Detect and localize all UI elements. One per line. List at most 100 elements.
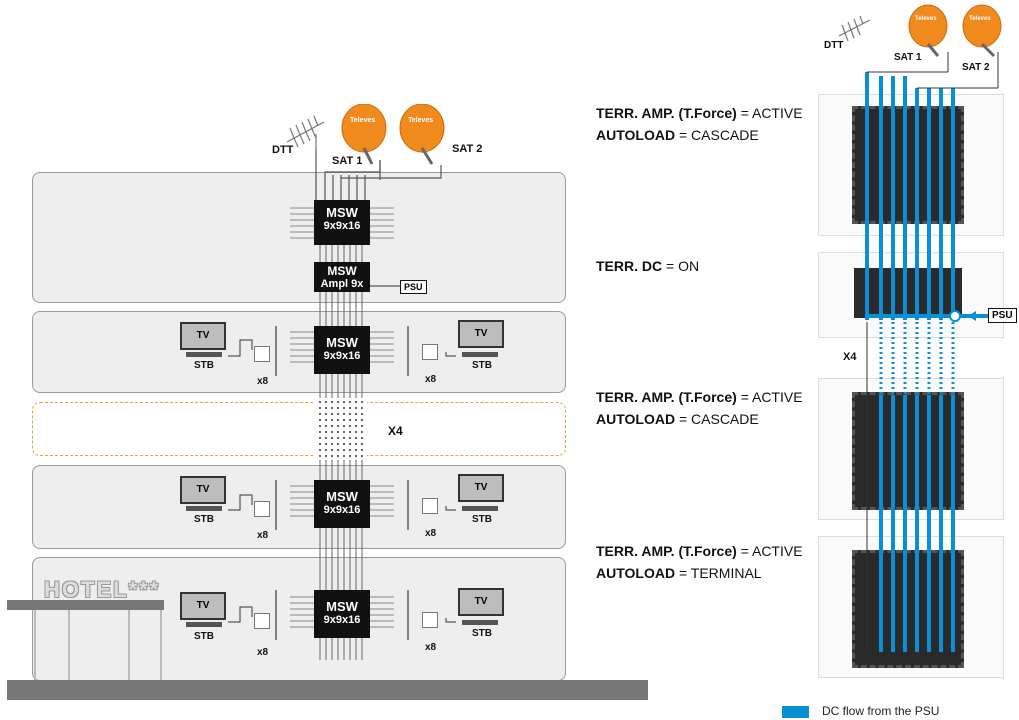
svg-text:Televes: Televes [350, 117, 375, 124]
tv-label: TV [474, 328, 488, 339]
config-key: TERR. AMP. (T.Force) [596, 543, 737, 559]
psu-label-right: PSU [988, 308, 1017, 323]
tv-label: TV [196, 330, 210, 341]
wall-outlet-icon [422, 612, 438, 628]
legend-swatch [782, 706, 809, 718]
ground-base [7, 680, 648, 700]
config-key: AUTOLOAD [596, 411, 676, 427]
x8-label: x8 [257, 376, 269, 387]
config-block-2: TERR. DC = ON [596, 255, 699, 277]
x4-label-right: X4 [843, 351, 857, 363]
svg-text:Televes: Televes [408, 117, 433, 124]
config-block-3: TERR. AMP. (T.Force) = ACTIVE AUTOLOAD =… [596, 386, 803, 430]
msw-switch: MSW 9x9x16 [314, 590, 370, 638]
multiswitch-unit [852, 106, 964, 224]
x8-label: x8 [425, 374, 437, 385]
satellite-dish-icon: Televes [399, 104, 445, 165]
config-value: = ACTIVE [740, 389, 803, 405]
stb-label: STB [194, 514, 214, 525]
wall-outlet-icon [422, 498, 438, 514]
satellite-dish-icon: Televes [341, 104, 387, 165]
hotel-door-post [128, 610, 130, 680]
msw-amplifier: MSW Ampl 9x [314, 262, 370, 292]
dtt-label-right: DTT [824, 40, 844, 51]
satellite-dish-icon: Televes [962, 4, 1002, 58]
config-value: = ACTIVE [740, 543, 803, 559]
multiswitch-unit [852, 392, 964, 510]
config-value: = ON [666, 258, 700, 274]
x8-label: x8 [425, 528, 437, 539]
config-value: = TERMINAL [678, 565, 762, 581]
tv-icon: TV [458, 320, 504, 348]
msw-switch: MSW 9x9x16 [314, 326, 370, 374]
wall-outlet-icon [254, 346, 270, 362]
hotel-door-frame [34, 610, 162, 680]
msw-title: MSW [326, 599, 358, 614]
stb-label: STB [194, 360, 214, 371]
satellite-dish-icon: Televes [908, 4, 948, 57]
msw-switch: MSW 9x9x16 [314, 200, 370, 245]
config-key: AUTOLOAD [596, 565, 676, 581]
tv-label: TV [196, 600, 210, 611]
repeat-x4-label: X4 [388, 424, 403, 438]
config-block-4: TERR. AMP. (T.Force) = ACTIVE AUTOLOAD =… [596, 540, 803, 584]
msw-title: MSW [326, 335, 358, 350]
config-value: = CASCADE [678, 411, 759, 427]
stb-icon [186, 352, 222, 357]
config-key: AUTOLOAD [596, 127, 676, 143]
svg-text:Televes: Televes [915, 16, 937, 22]
msw-title: MSW [326, 205, 358, 220]
stb-icon [462, 352, 498, 357]
config-block-1: TERR. AMP. (T.Force) = ACTIVE AUTOLOAD =… [596, 102, 803, 146]
config-key: TERR. AMP. (T.Force) [596, 105, 737, 121]
dtt-label: DTT [272, 144, 294, 156]
tv-icon: TV [180, 322, 226, 350]
x8-label: x8 [425, 642, 437, 653]
tv-icon: TV [180, 592, 226, 620]
config-key: TERR. AMP. (T.Force) [596, 389, 737, 405]
config-key: TERR. DC [596, 258, 663, 274]
msw-model: 9x9x16 [323, 220, 361, 232]
msw-model: 9x9x16 [323, 504, 361, 516]
wall-outlet-icon [254, 613, 270, 629]
stb-icon [462, 506, 498, 511]
tv-icon: TV [458, 588, 504, 616]
stb-label: STB [194, 631, 214, 642]
wall-outlet-icon [254, 501, 270, 517]
tv-icon: TV [458, 474, 504, 502]
x8-label: x8 [257, 647, 269, 658]
stb-label: STB [472, 360, 492, 371]
stb-label: STB [472, 628, 492, 639]
tv-icon: TV [180, 476, 226, 504]
tv-label: TV [474, 596, 488, 607]
floor-ground [32, 557, 566, 681]
wall-outlet-icon [422, 344, 438, 360]
amplifier-unit [854, 268, 962, 318]
amp-model: Ampl 9x [320, 278, 364, 290]
legend-label: DC flow from the PSU [822, 704, 940, 718]
tv-label: TV [196, 484, 210, 495]
hotel-sign: HOTEL*** [44, 577, 161, 602]
sat1-label-right: SAT 1 [894, 52, 922, 63]
x8-label: x8 [257, 530, 269, 541]
multiswitch-unit [852, 550, 964, 668]
msw-model: 9x9x16 [323, 614, 361, 626]
dtt-antenna-icon [838, 15, 871, 42]
msw-switch: MSW 9x9x16 [314, 480, 370, 528]
msw-title: MSW [326, 489, 358, 504]
stb-icon [186, 506, 222, 511]
stb-icon [186, 622, 222, 627]
floor-repeated [32, 402, 566, 456]
psu-box: PSU [400, 280, 427, 294]
sat2-label-right: SAT 2 [962, 62, 990, 73]
stb-label: STB [472, 514, 492, 525]
config-value: = CASCADE [678, 127, 759, 143]
config-value: = ACTIVE [740, 105, 803, 121]
sat1-label: SAT 1 [332, 155, 363, 167]
amp-title: MSW [327, 264, 357, 278]
sat2-label: SAT 2 [452, 143, 483, 155]
hotel-door-post [68, 610, 70, 680]
stb-icon [462, 620, 498, 625]
